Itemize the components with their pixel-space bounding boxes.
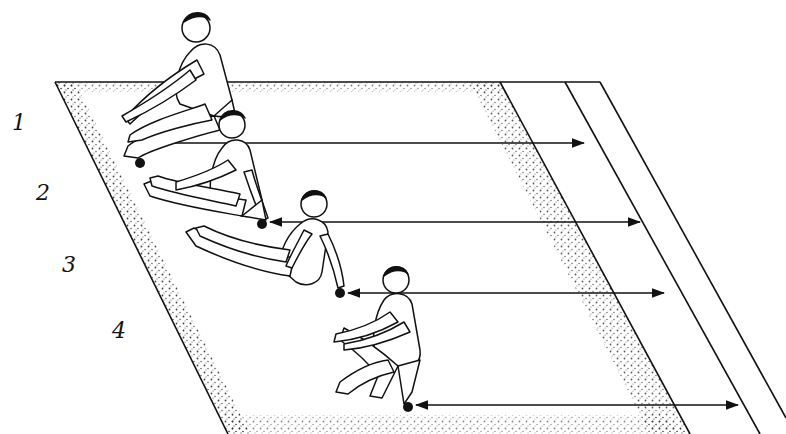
pit-outline (55, 82, 786, 434)
step-number: 1 (12, 110, 26, 135)
step-number: 3 (62, 252, 76, 277)
athlete-figure (144, 111, 268, 220)
landing-mark (135, 158, 145, 168)
step-number: 2 (36, 180, 50, 205)
athlete-figure (186, 191, 344, 288)
athlete-figure (334, 267, 420, 404)
athlete-figure (122, 13, 236, 158)
step-number: 4 (112, 318, 126, 343)
landing-mark (335, 288, 345, 298)
landing-mark (403, 402, 413, 412)
landing-mark (257, 219, 267, 229)
